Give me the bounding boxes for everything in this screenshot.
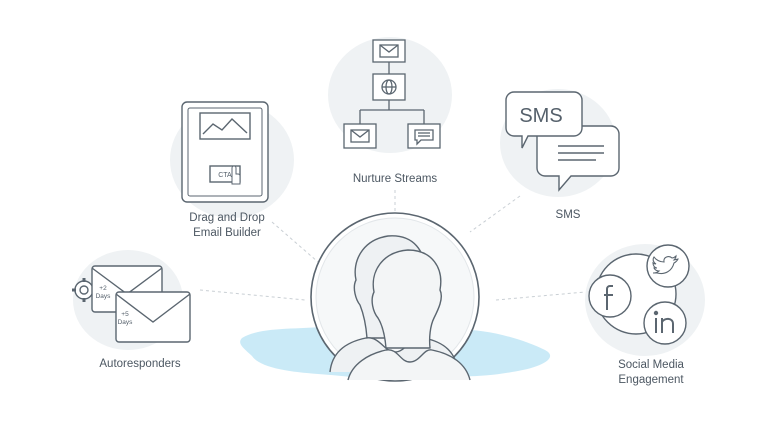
mail-node-icon xyxy=(372,39,406,63)
social-media-illustration xyxy=(588,244,690,345)
nurture-streams-illustration xyxy=(343,39,441,149)
message-node-icon xyxy=(407,123,441,149)
linkedin-icon xyxy=(643,301,687,345)
globe-node-icon xyxy=(372,73,406,101)
email-builder-label: Drag and Drop Email Builder xyxy=(189,212,265,239)
sms-bubble-text: SMS xyxy=(519,105,562,127)
envelope-icon xyxy=(115,291,191,343)
autoresponders-label: Autoresponders xyxy=(99,358,181,370)
delay-one-unit: Days xyxy=(96,293,112,300)
cta-text: CTA xyxy=(218,172,232,179)
contacts-silhouettes-icon xyxy=(310,212,480,382)
chat-bubbles-icon: SMS xyxy=(505,91,620,192)
connectors xyxy=(199,190,586,301)
sms-label: SMS xyxy=(555,209,581,221)
twitter-icon xyxy=(646,244,690,288)
social-media-label: Social Media Engagement xyxy=(618,359,684,386)
email-template-icon: CTA xyxy=(181,101,269,203)
autoresponders-illustration: +2 Days +5 Days xyxy=(72,265,191,343)
delay-two-unit: Days xyxy=(118,319,134,326)
hand-cursor-icon xyxy=(231,165,241,185)
facebook-icon xyxy=(588,274,632,318)
delay-one-value: +2 xyxy=(99,285,107,292)
nurture-streams-label: Nurture Streams xyxy=(352,173,438,185)
mail-node-icon xyxy=(343,123,377,149)
delay-two-value: +5 xyxy=(121,311,129,318)
